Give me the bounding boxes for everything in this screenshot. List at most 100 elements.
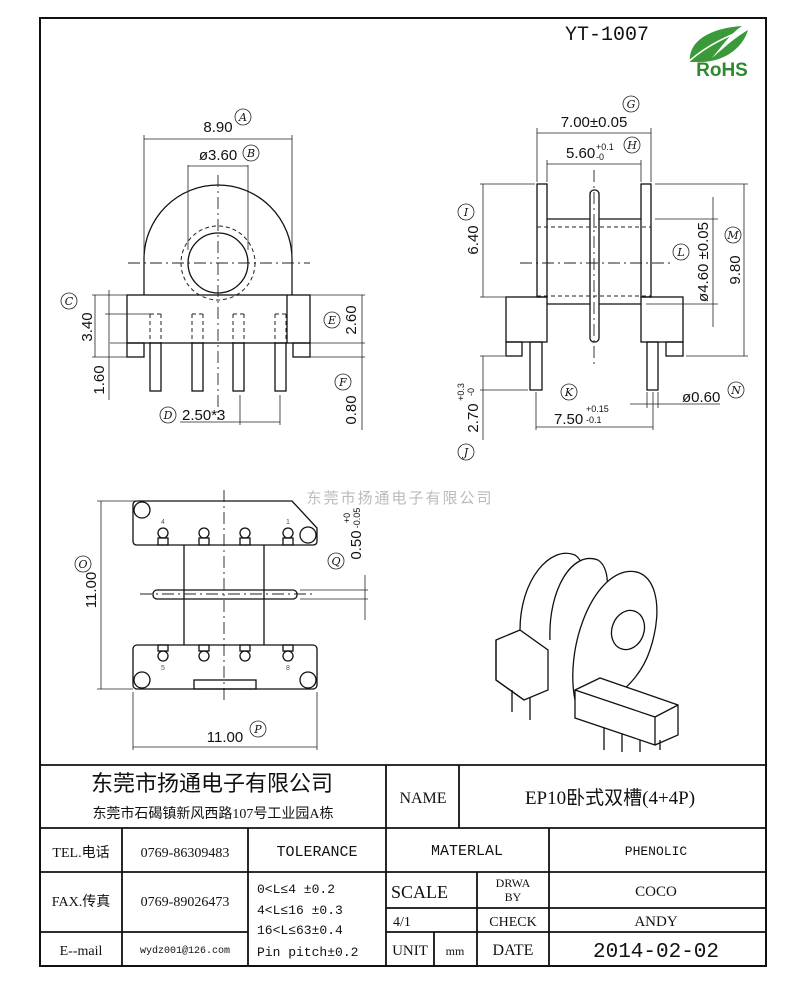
dim-Q-tol-upper: +0: [342, 513, 352, 523]
drawn-by-label-2: BY: [505, 890, 522, 904]
pin-number-5: 5: [161, 665, 165, 672]
letter-G: G: [622, 95, 640, 113]
dim-J-tol-upper: +0.3: [456, 383, 466, 401]
letter-A: A: [234, 108, 252, 126]
letter-P: P: [249, 720, 267, 738]
svg-text:K: K: [564, 386, 574, 399]
dim-P: 11.00: [207, 729, 243, 746]
dim-J: 2.70: [465, 403, 482, 432]
letter-H: H: [623, 136, 641, 154]
fax-value: 0769-89026473: [141, 895, 230, 910]
company-address: 东莞市石碣镇新风西路107号工业园A栋: [92, 805, 333, 822]
drawn-by-value: COCO: [635, 884, 677, 900]
dim-Q: 0.50: [348, 530, 365, 559]
material-label: MATERLAL: [431, 843, 503, 860]
svg-text:N: N: [730, 384, 741, 397]
dim-J-tol-lower: -0: [466, 388, 476, 396]
dim-H: 5.60: [566, 145, 595, 162]
dim-B: ø3.60: [199, 147, 237, 164]
letter-K: K: [560, 383, 578, 401]
part-number: YT-1007: [565, 24, 649, 47]
dim-H-tol-lower: -0: [596, 152, 604, 162]
letter-N: N: [727, 381, 745, 399]
dim-C2: 1.60: [91, 365, 108, 394]
letter-C: C: [60, 292, 78, 310]
fax-label: FAX.传真: [52, 894, 110, 910]
letter-O: O: [74, 555, 92, 573]
svg-text:M: M: [726, 229, 739, 242]
svg-text:H: H: [626, 139, 637, 152]
tolerance-row-2: 4<L≤16 ±0.3: [257, 903, 343, 918]
dim-A: 8.90: [203, 119, 232, 136]
scale-value: 4/1: [393, 915, 411, 930]
tel-label: TEL.电话: [52, 845, 109, 861]
check-label: CHECK: [489, 915, 536, 930]
dim-D: 2.50*3: [182, 407, 225, 424]
isometric-view: [495, 552, 679, 752]
tolerance-row-3: 16<L≤63±0.4: [257, 923, 343, 938]
dim-Q-tol-lower: -0.05: [352, 508, 362, 529]
letter-D: D: [159, 406, 177, 424]
rohs-logo: RoHS: [683, 26, 748, 81]
dim-K: 7.50: [554, 411, 583, 428]
pin-number-4: 4: [161, 519, 165, 526]
drawn-by-label-1: DRWA: [496, 876, 531, 890]
scale-label: SCALE: [391, 882, 448, 902]
svg-text:D: D: [163, 409, 173, 422]
dim-N: ø0.60: [682, 389, 720, 406]
dim-M: 9.80: [727, 255, 744, 284]
svg-text:F: F: [338, 376, 347, 389]
svg-text:A: A: [238, 111, 247, 124]
tel-value: 0769-86309483: [141, 846, 230, 861]
unit-label: UNIT: [392, 943, 428, 959]
svg-text:O: O: [78, 558, 87, 571]
dim-L: ø4.60 ±0.05: [695, 222, 712, 302]
dim-F: 0.80: [343, 395, 360, 424]
side-view: 7.00±0.05 5.60 +0.1 -0 6.40 2.70 +0.3 -0…: [456, 95, 748, 461]
dim-C: 3.40: [79, 312, 96, 341]
dim-O: 11.00: [83, 572, 100, 608]
svg-text:E: E: [327, 314, 336, 327]
email-label: E--mail: [60, 944, 103, 959]
svg-text:G: G: [627, 98, 636, 111]
front-view: 8.90 ø3.60 3.40 1.60 2.50*3 2.60 0.80 A …: [60, 108, 365, 430]
dim-H-tol-upper: +0.1: [596, 142, 614, 152]
letter-B: B: [242, 144, 260, 162]
name-label: NAME: [399, 790, 446, 807]
dim-E: 2.60: [343, 305, 360, 334]
tolerance-row-1: 0<L≤4 ±0.2: [257, 882, 335, 897]
watermark: 东莞市扬通电子有限公司: [306, 489, 493, 507]
tolerance-label: TOLERANCE: [276, 844, 357, 861]
letter-L: L: [672, 243, 690, 261]
company-name: 东莞市扬通电子有限公司: [91, 771, 333, 796]
letter-Q: Q: [327, 552, 345, 570]
svg-text:J: J: [462, 446, 469, 459]
svg-text:I: I: [463, 206, 469, 219]
pin-number-1: 1: [286, 519, 290, 526]
letter-E: E: [323, 311, 341, 329]
letter-I: I: [457, 203, 475, 221]
unit-value: mm: [446, 944, 465, 958]
tolerance-row-4: Pin pitch±0.2: [257, 945, 358, 960]
letter-M: M: [724, 226, 742, 244]
letter-F: F: [334, 373, 352, 391]
name-value: EP10卧式双槽(4+4P): [525, 787, 695, 809]
pin-number-8: 8: [286, 665, 290, 672]
dim-G: 7.00±0.05: [561, 114, 628, 131]
material-value: PHENOLIC: [625, 844, 688, 859]
dim-K-tol-lower: -0.1: [586, 415, 602, 425]
dim-K-tol-upper: +0.15: [586, 404, 609, 414]
svg-text:Q: Q: [331, 555, 340, 568]
check-value: ANDY: [634, 914, 677, 930]
email-value: wydz001@126.com: [140, 945, 230, 957]
title-block: 东莞市扬通电子有限公司 东莞市石碣镇新风西路107号工业园A栋 NAME EP1…: [40, 764, 766, 966]
svg-text:L: L: [676, 246, 684, 259]
date-label: DATE: [493, 942, 534, 959]
dim-I: 6.40: [465, 225, 482, 254]
date-value: 2014-02-02: [593, 941, 719, 964]
sheet-border: [39, 17, 767, 967]
rohs-text: RoHS: [696, 60, 748, 81]
svg-text:C: C: [65, 295, 74, 308]
svg-text:P: P: [253, 723, 262, 736]
